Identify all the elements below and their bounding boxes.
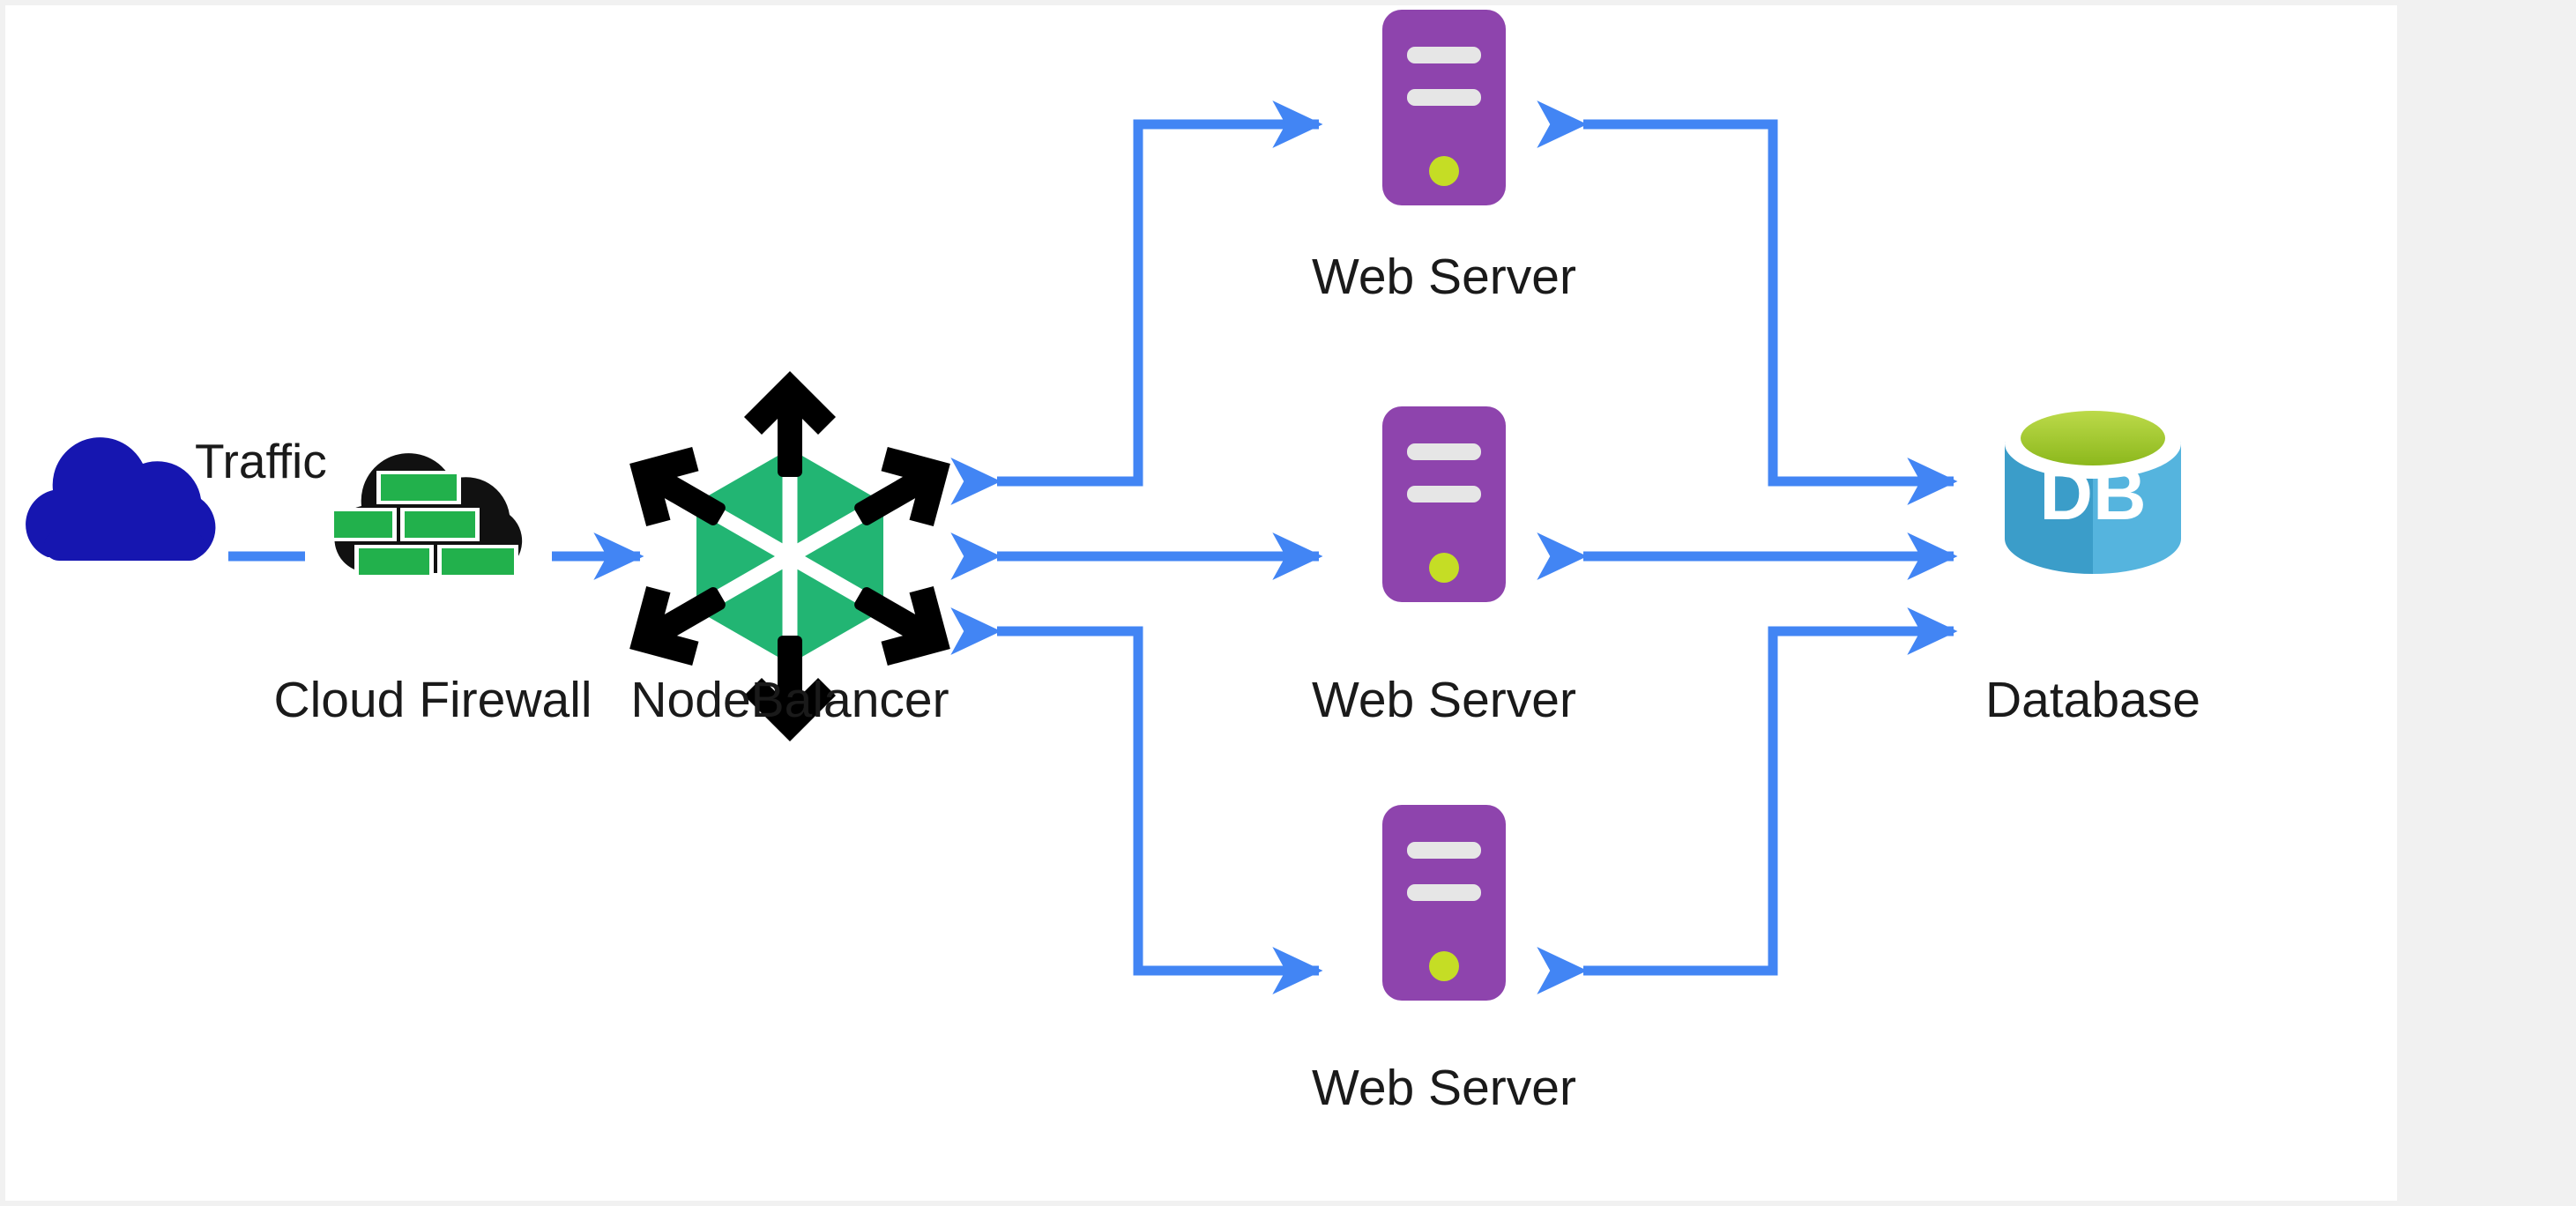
- web-server-middle-label: Web Server: [1312, 672, 1576, 728]
- web-server-top-label: Web Server: [1312, 249, 1576, 305]
- firewall-icon: [330, 453, 523, 578]
- connector-layer: [228, 100, 1958, 994]
- server-icon-middle: [1382, 406, 1506, 602]
- cloud-firewall-label: Cloud Firewall: [273, 672, 592, 728]
- diagram-graphic: DB: [26, 10, 2181, 1001]
- web-server-bottom-label: Web Server: [1312, 1060, 1576, 1116]
- nodebalancer-label: NodeBalancer: [630, 672, 949, 728]
- database-label: Database: [1984, 672, 2200, 728]
- edge-webserver-1-to-database: [1537, 100, 1958, 505]
- database-badge-text: DB: [2039, 452, 2146, 535]
- diagram-canvas: DB Traffic Cloud Firewall NodeBalancer W…: [5, 5, 2397, 1201]
- cloud-icon: [26, 437, 216, 561]
- database-icon: DB: [2005, 408, 2181, 574]
- server-icon-bottom: [1382, 805, 1506, 1001]
- traffic-label: Traffic: [195, 434, 327, 488]
- edge-webserver-3-to-database: [1537, 607, 1958, 994]
- edge-nodebalancer-to-webserver-1: [950, 100, 1323, 505]
- edge-nodebalancer-to-webserver-3: [950, 607, 1323, 994]
- server-icon-top: [1382, 10, 1506, 205]
- nodebalancer-icon: [629, 371, 950, 741]
